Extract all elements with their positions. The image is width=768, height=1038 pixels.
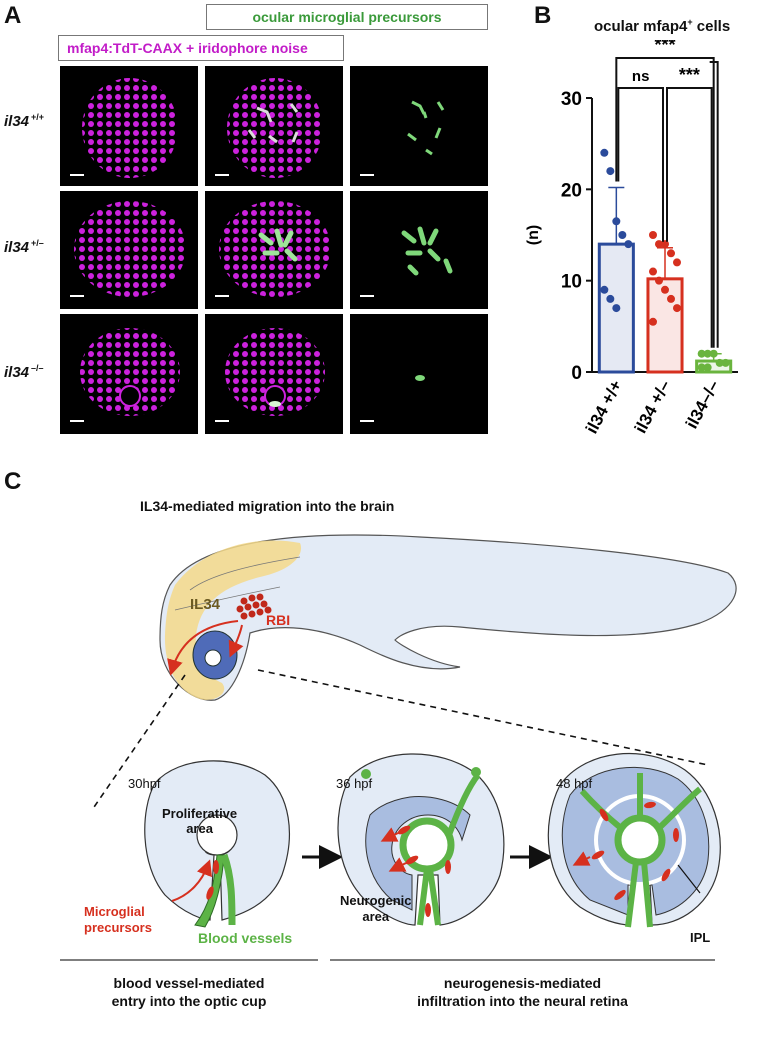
caption-blood-vessel-entry: blood vessel-mediated entry into the opt…	[111, 975, 267, 1009]
chart-title: ocular mfap4+ cells	[594, 17, 731, 35]
row-label-wildtype: il34+/+	[4, 112, 45, 130]
data-point	[703, 349, 712, 358]
micro-ko-merge	[205, 314, 343, 434]
data-point	[655, 240, 663, 249]
micro-wt-merge-image	[215, 78, 323, 178]
data-point	[600, 285, 609, 294]
micro-wt-green-image	[360, 100, 445, 176]
micro-wt-green	[350, 66, 488, 186]
blood-vessels-label: Blood vessels	[198, 930, 293, 946]
il34-label: IL34	[190, 596, 221, 613]
optic-cup-36hpf	[337, 753, 505, 926]
micro-het-green-image	[360, 226, 453, 297]
data-point	[612, 304, 621, 313]
category-label: il34–/–	[682, 377, 723, 432]
data-point	[606, 167, 615, 176]
micro-ko-green	[350, 314, 488, 434]
data-point	[655, 276, 663, 285]
panel-label-c: C	[4, 468, 22, 495]
data-point	[612, 217, 621, 226]
microglial-precursors-label: Microglial precursors	[84, 904, 152, 935]
data-point	[618, 231, 627, 239]
micro-ko-magenta-image	[70, 328, 180, 422]
y-tick-label: 30	[561, 89, 582, 110]
schematic-diagram	[60, 534, 737, 961]
migration-title: IL34-mediated migration into the brain	[140, 498, 395, 514]
legend-microglial-precursors: ocular microglial precursors	[206, 4, 488, 30]
y-tick-label: 10	[561, 272, 582, 293]
data-point	[667, 249, 675, 258]
data-point	[661, 285, 669, 294]
data-point	[697, 349, 706, 358]
optic-cup-30hpf	[144, 760, 290, 928]
time-30hpf: 30hpf	[128, 776, 161, 791]
embryo-illustration	[91, 534, 737, 811]
significance-label: ns	[632, 68, 650, 85]
panel-label-b: B	[534, 2, 552, 29]
significance-bracket-inner	[709, 61, 719, 348]
micro-ko-green-image	[360, 375, 425, 422]
data-point	[649, 231, 657, 239]
micro-het-magenta-image	[70, 201, 186, 297]
micro-het-green	[350, 191, 488, 309]
data-point	[667, 294, 675, 303]
rbi-label: RBI	[266, 612, 291, 628]
significance-bracket	[617, 87, 664, 242]
micro-wt-merge	[205, 66, 343, 186]
significance-bracket	[666, 87, 713, 348]
data-point	[709, 349, 718, 358]
category-label: il34 +/+	[582, 377, 626, 437]
significance-bracket	[615, 57, 715, 348]
row-label-heterozygous: il34+/–	[4, 238, 44, 256]
time-48hpf: 48 hpf	[556, 776, 593, 791]
significance-label: ***	[654, 40, 675, 55]
data-point	[673, 304, 681, 313]
time-36hpf: 36 hpf	[336, 776, 373, 791]
y-tick-label: 0	[571, 363, 582, 384]
micro-wt-magenta-image	[70, 78, 178, 178]
data-point	[703, 363, 712, 372]
data-point	[649, 267, 657, 276]
legend-mfap4-iridophore: mfap4:TdT-CAAX + iridophore noise	[58, 35, 344, 61]
data-point	[624, 240, 633, 249]
bar-chart: 0 10 20 30 (n) il34 +/+il34 +/–il34–/– *** ns **…	[525, 40, 738, 437]
data-point	[661, 240, 669, 249]
data-point	[606, 294, 615, 303]
caption-neurogenesis-infiltration: neurogenesis-mediated infiltration into …	[417, 975, 628, 1009]
micro-het-magenta	[60, 191, 198, 309]
proliferative-area-label: Proliferative area	[162, 806, 238, 836]
data-point	[715, 358, 724, 367]
micro-ko-merge-image	[215, 328, 325, 422]
y-axis-title: (n)	[525, 225, 542, 245]
micro-wt-magenta	[60, 66, 198, 186]
panel-label-a: A	[4, 2, 22, 29]
category-label: il34 +/–	[631, 377, 675, 436]
significance-label: ***	[679, 65, 700, 85]
data-point	[649, 317, 657, 326]
bar	[646, 277, 684, 374]
ipl-label: IPL	[690, 930, 711, 945]
data-point	[600, 148, 609, 157]
data-point	[697, 363, 706, 372]
neurogenic-area-label: Neurogenic area	[340, 893, 412, 924]
optic-cup-48hpf	[547, 752, 721, 928]
y-tick-label: 20	[561, 180, 582, 201]
micro-het-merge	[205, 191, 343, 309]
micro-ko-magenta	[60, 314, 198, 434]
data-point	[673, 258, 681, 267]
data-point	[721, 358, 730, 367]
row-label-homozygous: il34–/–	[4, 363, 44, 381]
micro-het-merge-image	[215, 201, 331, 297]
